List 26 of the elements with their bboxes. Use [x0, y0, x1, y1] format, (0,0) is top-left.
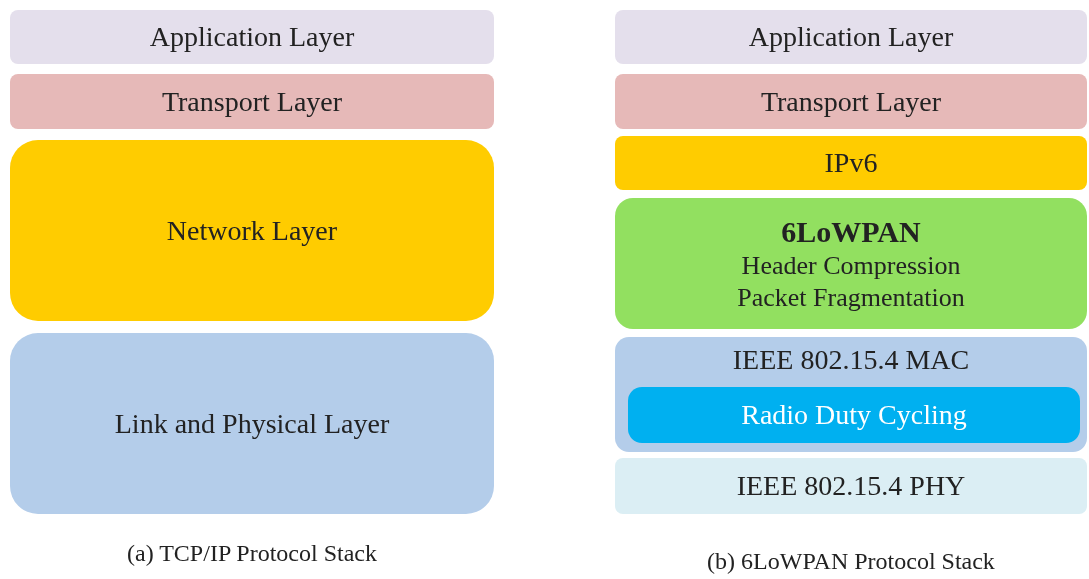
protocol-layer-box: [10, 140, 494, 321]
layer-name: Network Layer: [166, 213, 338, 248]
protocol-layer-box: [615, 136, 1087, 190]
protocol-layer-box: [10, 10, 494, 64]
protocol-layer-box: [10, 74, 494, 129]
layer-name: Transport Layer: [161, 84, 343, 119]
protocol-layer-box: [615, 198, 1087, 329]
layer-heading: 6LoWPAN: [781, 214, 921, 251]
figure-caption: (b) 6LoWPAN Protocol Stack: [706, 548, 996, 575]
layer-name: Radio Duty Cycling: [741, 398, 967, 432]
figure-caption: (a) TCP/IP Protocol Stack: [126, 540, 378, 567]
protocol-layer-box: [615, 458, 1087, 514]
sublayer-box: [628, 387, 1080, 443]
protocol-layer-box: [10, 333, 494, 514]
layer-name: Application Layer: [149, 20, 355, 54]
layer-name: Transport Layer: [760, 84, 942, 119]
protocol-layer-box: [615, 74, 1087, 129]
layer-name: IPv6: [824, 146, 878, 180]
layer-name: Link and Physical Layer: [114, 406, 390, 441]
layer-function: Packet Fragmentation: [737, 281, 965, 313]
protocol-layer-box: [615, 10, 1087, 64]
layer-name: IEEE 802.15.4 MAC: [732, 343, 970, 377]
layer-name: IEEE 802.15.4 PHY: [736, 469, 966, 503]
layer-function: Header Compression: [741, 250, 961, 282]
layer-name: Application Layer: [748, 20, 954, 54]
protocol-layer-box: [615, 337, 1087, 452]
